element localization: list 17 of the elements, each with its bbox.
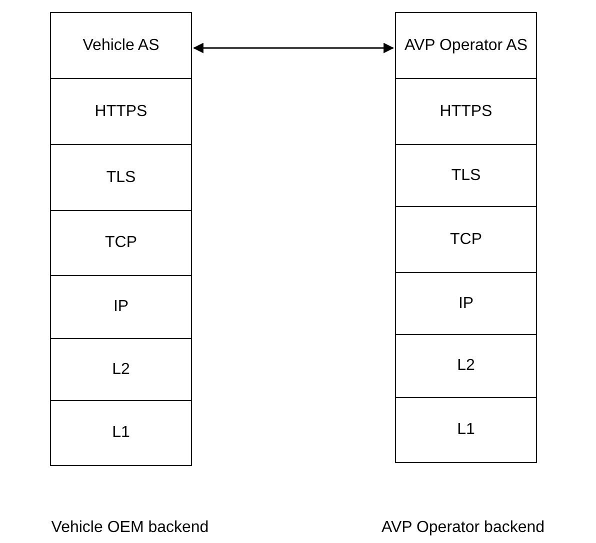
protocol-layer-box: TCP	[395, 206, 537, 273]
stack-caption: AVP Operator backend	[380, 518, 546, 538]
protocol-layer-box: IP	[50, 275, 192, 339]
protocol-layer-box: AVP Operator AS	[395, 12, 537, 79]
protocol-layer-box: L1	[50, 400, 192, 466]
protocol-layer-box: TLS	[395, 144, 537, 207]
protocol-layer-box: IP	[395, 272, 537, 335]
protocol-layer-box: L1	[395, 397, 537, 463]
protocol-layer-box: Vehicle AS	[50, 12, 192, 79]
stack-caption: Vehicle OEM backend	[50, 518, 210, 538]
protocol-layer-box: HTTPS	[395, 78, 537, 145]
protocol-layer-box: TCP	[50, 210, 192, 276]
protocol-layer-box: L2	[50, 338, 192, 401]
protocol-layer-box: L2	[395, 334, 537, 398]
double-arrow	[192, 42, 394, 54]
protocol-layer-box: TLS	[50, 144, 192, 211]
protocol-layer-box: HTTPS	[50, 78, 192, 145]
